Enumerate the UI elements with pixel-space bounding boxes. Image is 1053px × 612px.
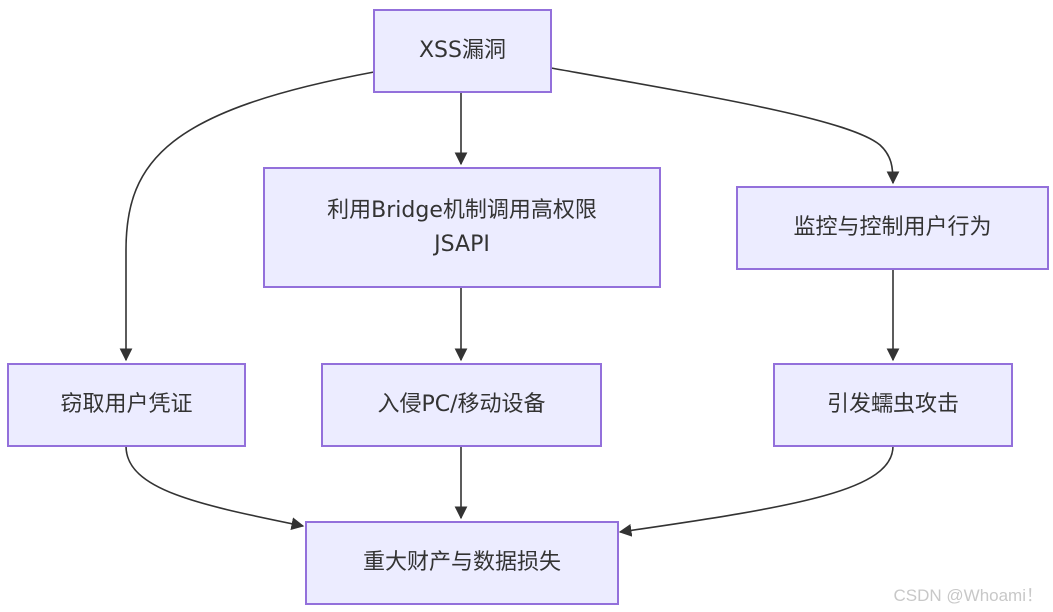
node-bridge-jsapi: 利用Bridge机制调用高权限 JSAPI xyxy=(263,167,661,288)
node-major-loss: 重大财产与数据损失 xyxy=(305,521,619,605)
edge-xss-to-steal xyxy=(119,71,375,362)
watermark-text: CSDN @Whoami！ xyxy=(893,586,1044,605)
edge-steal-to-loss xyxy=(125,445,305,530)
edge-worm-to-loss xyxy=(618,445,894,537)
node-invade-devices: 入侵PC/移动设备 xyxy=(321,363,602,447)
node-worm-attack: 引发蠕虫攻击 xyxy=(773,363,1013,447)
edge-xss-to-monitor xyxy=(550,67,900,185)
node-xss-vulnerability: XSS漏洞 xyxy=(373,9,552,93)
node-steal-credentials: 窃取用户凭证 xyxy=(7,363,246,447)
node-monitor-user-behavior: 监控与控制用户行为 xyxy=(736,186,1049,270)
